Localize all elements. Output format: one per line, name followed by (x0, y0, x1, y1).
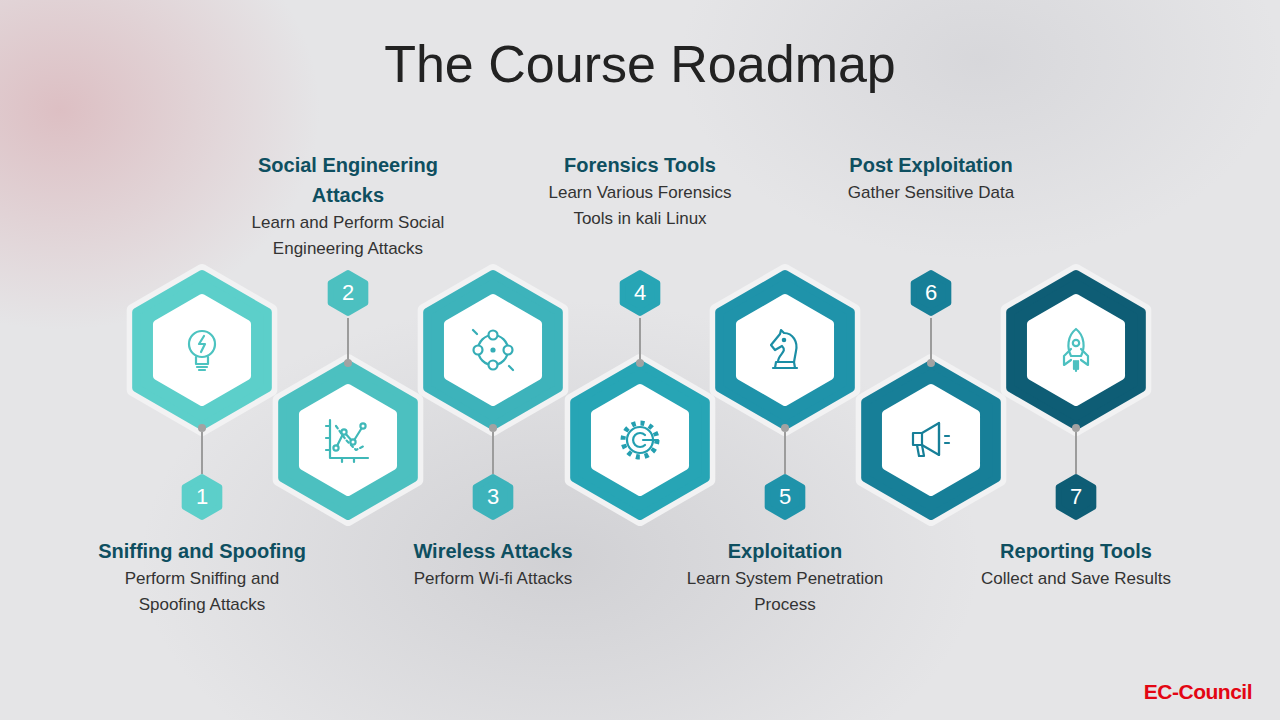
step-hexagon (571, 360, 710, 520)
step-description: Gather Sensitive Data (821, 180, 1041, 206)
step-badge: 7Reporting ToolsCollect and Save Results (1052, 472, 1100, 522)
step-heading: Reporting Tools (956, 536, 1196, 566)
step-badge: 3Wireless AttacksPerform Wi-fi Attacks (469, 472, 517, 522)
step-description: Collect and Save Results (961, 566, 1191, 592)
step-hexagon (279, 360, 418, 520)
step-number: 1 (178, 472, 226, 522)
step-text: Sniffing and SpoofingPerform Sniffing an… (77, 536, 327, 618)
chess-knight-icon (771, 330, 797, 368)
step-number: 4 (616, 268, 664, 318)
diagram-title: The Course Roadmap (0, 32, 1280, 96)
step-description: Learn and Perform Social Engineering Att… (241, 210, 456, 262)
step-hexagon (716, 270, 855, 430)
brand-label: EC-Council (1144, 680, 1252, 704)
step-hexagon (862, 360, 1001, 520)
step-hexagon (1007, 270, 1146, 430)
step-badge: 5ExploitationLearn System Penetration Pr… (761, 472, 809, 522)
step-number: 2 (324, 268, 372, 318)
step-number: 7 (1052, 472, 1100, 522)
step-heading: Wireless Attacks (373, 536, 613, 566)
step-heading: Exploitation (665, 536, 905, 566)
step-badge: 4Forensics ToolsLearn Various Forensics … (616, 268, 664, 318)
leader-lines (202, 318, 1076, 474)
step-badge: 2Social Engineering AttacksLearn and Per… (324, 268, 372, 318)
network-icon (473, 330, 513, 370)
step-heading: Forensics Tools (520, 150, 760, 180)
step-heading: Social Engineering Attacks (241, 150, 456, 210)
gear-icon (623, 423, 658, 457)
chart-icon (326, 420, 368, 462)
step-number: 3 (469, 472, 517, 522)
step-badge: 6Post ExploitationGather Sensitive Data (907, 268, 955, 318)
step-text: Social Engineering AttacksLearn and Perf… (241, 150, 456, 262)
step-description: Learn System Penetration Process (676, 566, 894, 618)
lightbulb-icon (189, 331, 215, 370)
megaphone-icon (913, 423, 949, 456)
step-text: Reporting ToolsCollect and Save Results (956, 536, 1196, 592)
leader-dots (198, 359, 1080, 432)
step-text: Wireless AttacksPerform Wi-fi Attacks (373, 536, 613, 592)
step-text: Forensics ToolsLearn Various Forensics T… (520, 150, 760, 232)
step-heading: Post Exploitation (811, 150, 1051, 180)
step-badge: 1Sniffing and SpoofingPerform Sniffing a… (178, 472, 226, 522)
step-hexagon (424, 270, 563, 430)
step-description: Perform Sniffing and Spoofing Attacks (102, 566, 302, 618)
step-number: 6 (907, 268, 955, 318)
step-text: Post ExploitationGather Sensitive Data (811, 150, 1051, 206)
rocket-icon (1064, 329, 1088, 371)
step-description: Perform Wi-fi Attacks (388, 566, 598, 592)
step-number: 5 (761, 472, 809, 522)
step-hexagon (133, 270, 272, 430)
step-description: Learn Various Forensics Tools in kali Li… (537, 180, 743, 232)
step-text: ExploitationLearn System Penetration Pro… (665, 536, 905, 618)
step-heading: Sniffing and Spoofing (77, 536, 327, 566)
